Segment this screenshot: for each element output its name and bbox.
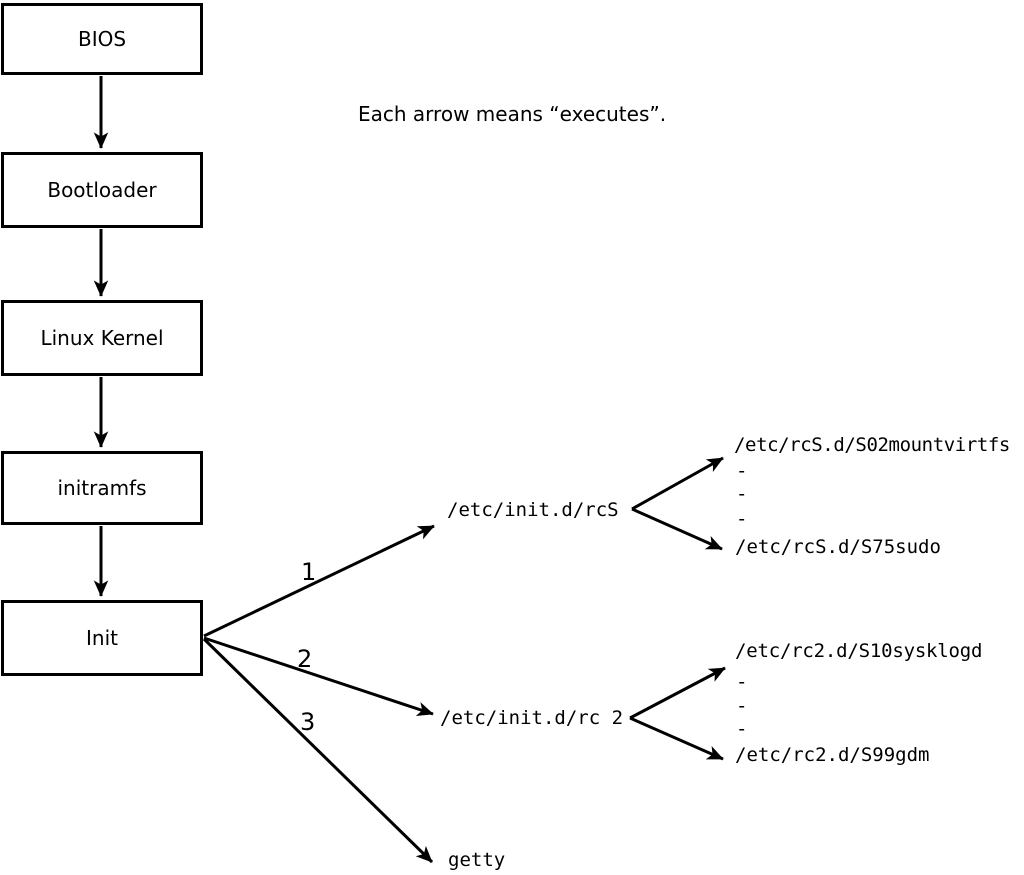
node-getty: getty (448, 849, 506, 871)
rcs-script-ellipsis-dash: - (736, 483, 748, 505)
rc2-script-ellipsis-dash: - (736, 695, 748, 717)
node-init: Init (1, 600, 203, 676)
branch-number-3: 3 (300, 708, 316, 736)
arrow-init-to-rcs (203, 524, 435, 638)
node-linux-kernel-label: Linux Kernel (40, 326, 164, 350)
node-bios-label: BIOS (77, 27, 127, 51)
node-initramfs-label: initramfs (57, 476, 147, 500)
rc2-script-s99gdm: /etc/rc2.d/S99gdm (735, 744, 930, 766)
node-bios: BIOS (1, 3, 203, 75)
arrow-rc2-to-s10sysklogd (629, 666, 726, 720)
branch-number-2: 2 (297, 645, 313, 673)
rcs-script-s75sudo: /etc/rcS.d/S75sudo (735, 536, 941, 558)
node-bootloader-label: Bootloader (47, 178, 157, 202)
arrow-rc2-to-s99gdm (629, 716, 724, 761)
rc2-script-s10sysklogd: /etc/rc2.d/S10sysklogd (735, 640, 983, 662)
arrow-rcs-to-s02mountvirtfs (631, 456, 724, 511)
node-bootloader: Bootloader (1, 152, 203, 228)
arrow-rcs-to-s75sudo (631, 507, 723, 551)
node-linux-kernel: Linux Kernel (1, 300, 203, 376)
rc2-script-ellipsis-dash: - (736, 671, 748, 693)
rcs-script-s02mountvirtfs: /etc/rcS.d/S02mountvirtfs (734, 434, 1010, 456)
arrow-init-to-rc2 (203, 636, 434, 716)
node-etc-init-d-rcs: /etc/init.d/rcS (447, 499, 619, 521)
node-initramfs: initramfs (1, 451, 203, 525)
legend-note: Each arrow means “executes”. (358, 102, 667, 126)
rcs-script-ellipsis-dash: - (736, 460, 748, 482)
branch-number-1: 1 (301, 558, 317, 586)
node-init-label: Init (86, 626, 118, 650)
node-etc-init-d-rc2: /etc/init.d/rc 2 (440, 707, 624, 729)
arrow-init-to-getty (202, 637, 434, 864)
rc2-script-ellipsis-dash: - (736, 718, 748, 740)
rcs-script-ellipsis-dash: - (736, 508, 748, 530)
